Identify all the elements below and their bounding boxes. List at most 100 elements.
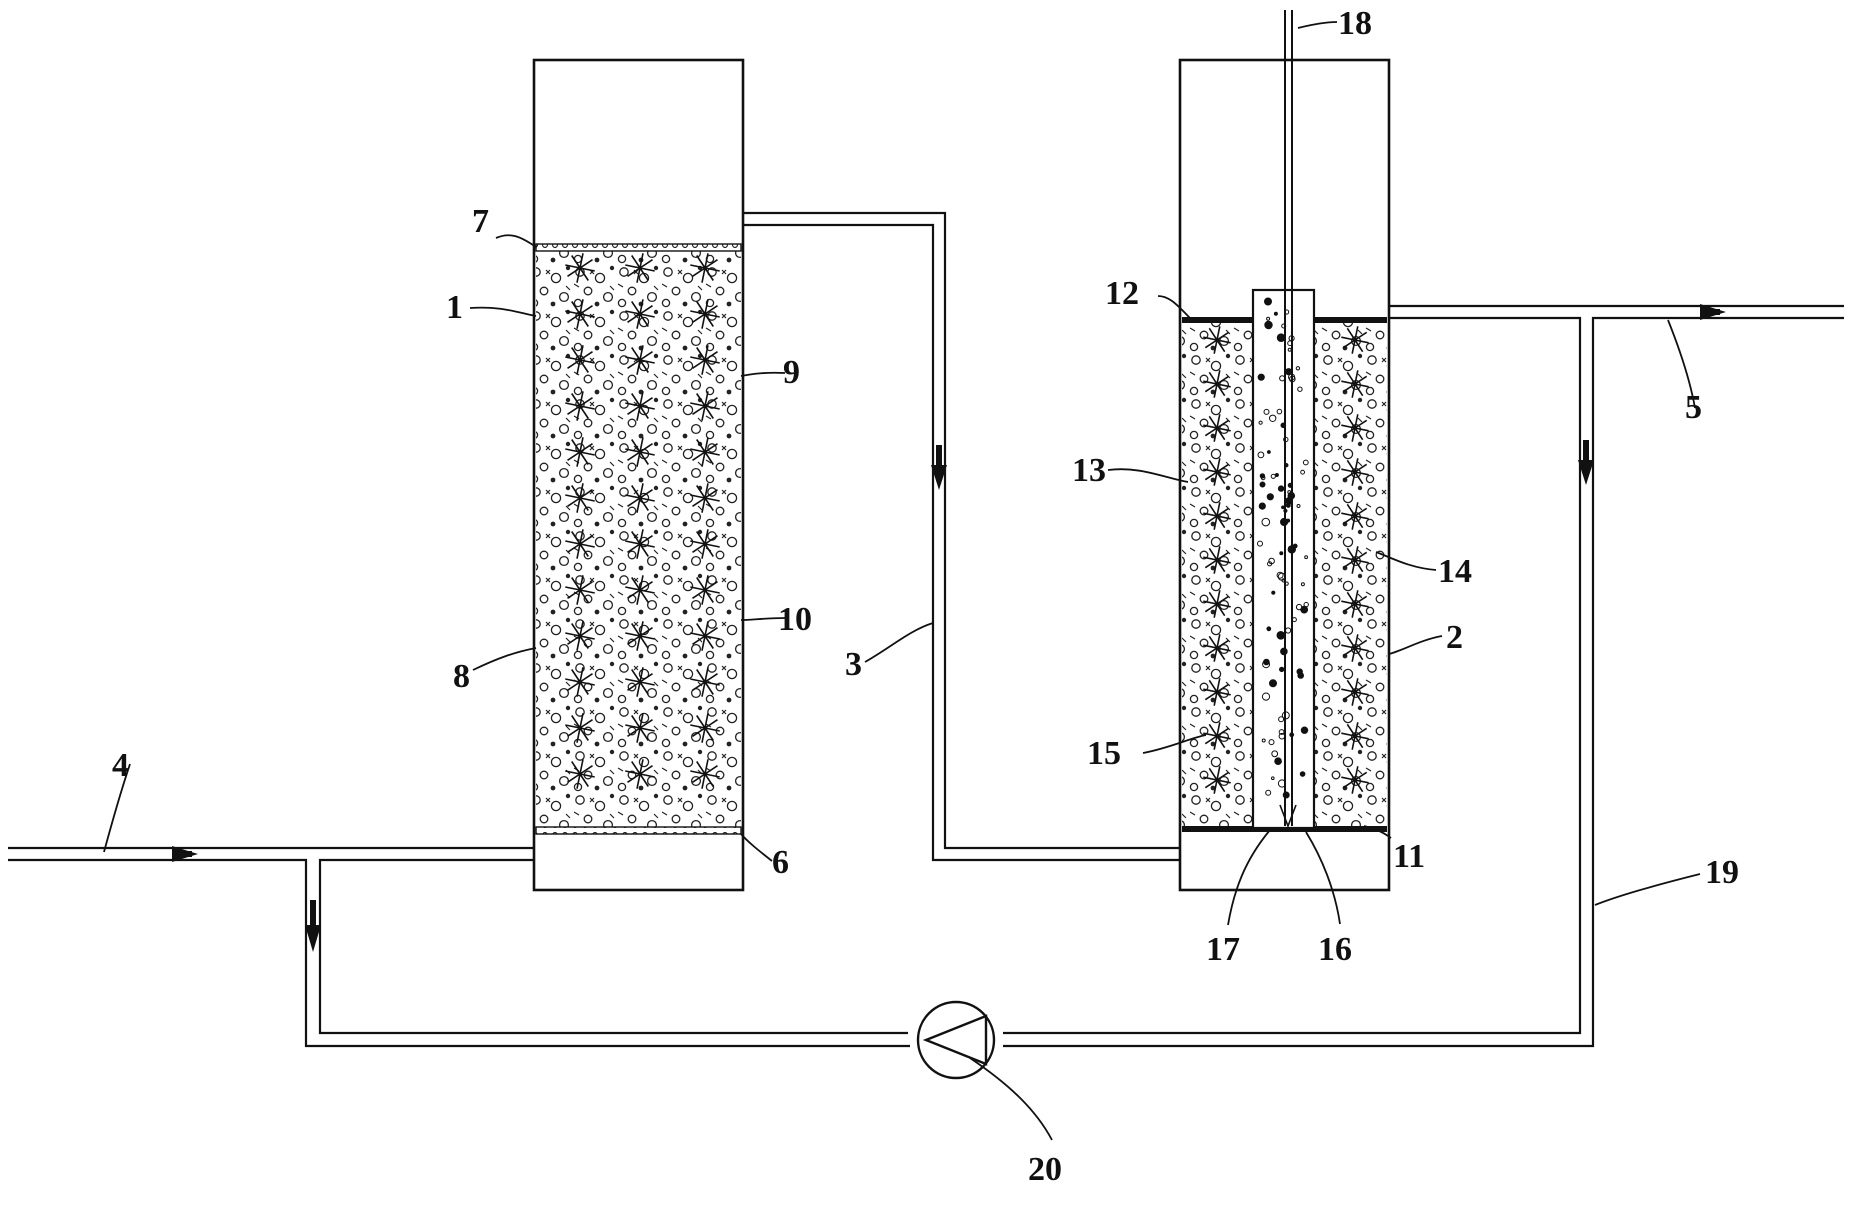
label-9: 9: [783, 354, 800, 391]
label-2: 2: [1446, 619, 1463, 656]
label-19: 19: [1705, 854, 1739, 891]
fiber-star: [565, 713, 595, 743]
fiber-star: [1341, 414, 1369, 442]
tube-particle: [1304, 555, 1308, 560]
fiber-star: [625, 483, 655, 513]
fiber-star: [625, 667, 655, 697]
fiber-star: [565, 621, 595, 651]
label-3: 3: [845, 646, 862, 683]
tube-particle: [1264, 297, 1272, 306]
tube-particle: [1271, 776, 1275, 781]
label-7: 7: [472, 203, 489, 240]
electrode-tip: [1279, 804, 1297, 829]
tube-particle: [1276, 571, 1284, 579]
fiber-star: [690, 483, 720, 513]
tube-particle: [1259, 473, 1266, 479]
fiber-star: [1203, 326, 1231, 354]
label-5: 5: [1685, 389, 1702, 426]
fiber-star: [1341, 502, 1369, 530]
tube-particle: [1299, 771, 1306, 777]
tube-particle: [1259, 481, 1266, 488]
tube-particle: [1297, 672, 1304, 679]
tube-particle: [1300, 582, 1305, 587]
fiber-star: [1203, 370, 1231, 398]
label-4: 4: [112, 747, 129, 784]
tube-particle: [1261, 517, 1271, 527]
label-17: 17: [1206, 931, 1240, 968]
label-13: 13: [1072, 452, 1106, 489]
tube-particle: [1268, 739, 1275, 746]
fiber-star: [565, 391, 595, 421]
fiber-star: [1203, 458, 1231, 486]
tube-particle: [1271, 750, 1279, 758]
flow-arrow-pipe3-icon: [931, 445, 947, 490]
flow-arrow-inlet-icon: [172, 846, 198, 862]
tube-particle: [1257, 540, 1263, 547]
fiber-star: [1341, 678, 1369, 706]
reactor-1-top-mesh: [535, 243, 742, 252]
tube-particle: [1264, 320, 1273, 330]
fiber-star: [690, 253, 720, 283]
fiber-star: [690, 759, 720, 789]
fiber-star: [1203, 678, 1231, 706]
inner-tube-particles: [1257, 297, 1309, 799]
fiber-star: [565, 437, 595, 467]
tube-particle: [1274, 757, 1282, 766]
tube-particle: [1267, 450, 1271, 454]
tube-particle: [1271, 590, 1276, 595]
fiber-star: [1341, 458, 1369, 486]
tube-particle: [1268, 557, 1275, 565]
tube-particle: [1292, 543, 1298, 549]
label-15: 15: [1087, 735, 1121, 772]
reactor-2-fiber-stars: [1203, 326, 1369, 794]
tube-particle: [1276, 631, 1286, 640]
fiber-star: [565, 483, 595, 513]
fiber-star: [1203, 590, 1231, 618]
fiber-star: [1341, 546, 1369, 574]
reference-labels: 7 1 9 10 8 6 3 4 5 18 12 13 14 2 15 11 1…: [112, 5, 1739, 1188]
tube-particle: [1269, 679, 1277, 688]
tube-particle: [1273, 311, 1278, 316]
tube-particle: [1266, 626, 1272, 632]
tube-particle: [1258, 420, 1263, 425]
tube-particle: [1295, 603, 1303, 611]
tube-particle: [1276, 333, 1286, 343]
label-14: 14: [1438, 553, 1472, 590]
label-16: 16: [1318, 931, 1352, 968]
fiber-star: [565, 575, 595, 605]
label-1: 1: [446, 289, 463, 326]
reactor-1-bottom-mesh: [535, 826, 742, 835]
fiber-star: [565, 759, 595, 789]
fiber-star: [625, 345, 655, 375]
fiber-star: [625, 299, 655, 329]
fiber-star: [690, 437, 720, 467]
fiber-star: [1203, 546, 1231, 574]
tube-particle: [1303, 601, 1309, 608]
fiber-star: [565, 299, 595, 329]
label-20: 20: [1028, 1151, 1062, 1188]
fiber-star: [1341, 766, 1369, 794]
tube-particle: [1279, 551, 1284, 556]
fiber-star: [1341, 590, 1369, 618]
fiber-star: [1203, 766, 1231, 794]
fiber-star: [690, 713, 720, 743]
flow-arrow-pipe19-icon: [1578, 440, 1594, 485]
fiber-star: [565, 345, 595, 375]
fiber-star: [565, 253, 595, 283]
tube-particle: [1279, 666, 1285, 673]
pipework: [8, 211, 1844, 1048]
tube-particle: [1270, 473, 1276, 479]
flow-arrow-outlet-icon: [1700, 304, 1726, 320]
tube-particle: [1263, 408, 1270, 415]
fiber-star: [1203, 722, 1231, 750]
fiber-star: [690, 667, 720, 697]
tube-particle: [1296, 504, 1301, 508]
tube-particle: [1266, 316, 1271, 321]
tube-particle: [1302, 459, 1309, 466]
tube-particle: [1258, 502, 1266, 510]
reactor-1-fiber-stars: [565, 253, 720, 789]
tube-particle: [1295, 366, 1301, 371]
fiber-star: [625, 759, 655, 789]
reactor-1-packing: [536, 248, 741, 831]
